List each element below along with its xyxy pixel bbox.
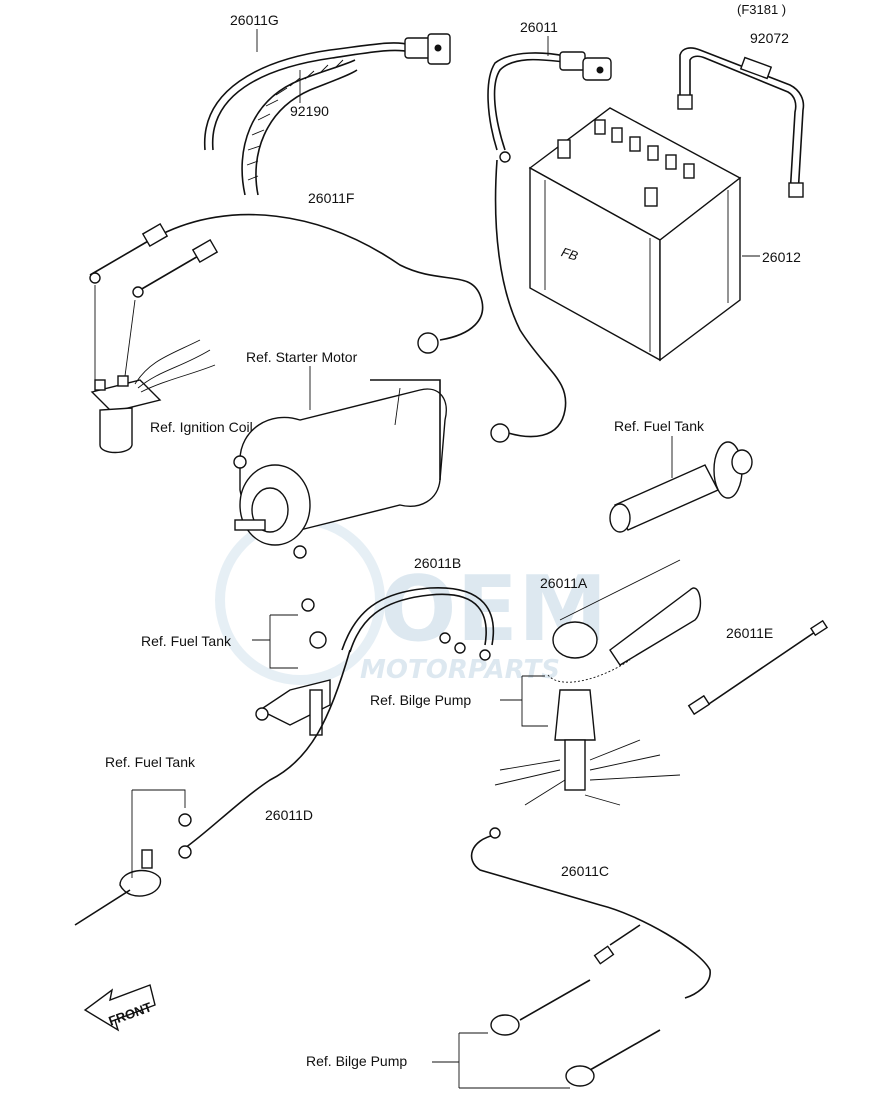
label-26011C: 26011C (561, 863, 609, 879)
ref-fuel-tank-top: Ref. Fuel Tank (614, 418, 705, 434)
label-26012: 26012 (762, 249, 801, 265)
label-92190: 92190 (290, 103, 329, 119)
cable-26011B[interactable] (341, 587, 495, 661)
battery-26012[interactable]: FB (528, 107, 742, 362)
front-arrow-icon: FRONT (83, 984, 156, 1032)
label-26011E: 26011E (726, 625, 773, 641)
ref-ignition-coil: Ref. Ignition Coil (150, 419, 253, 435)
ref-bilge-pump-mid: Ref. Bilge Pump (370, 692, 471, 708)
ref-fuel-tank-mid: Ref. Fuel Tank (141, 633, 232, 649)
ref-bilge-pump-low: Ref. Bilge Pump (306, 1053, 407, 1069)
starter-motor[interactable] (233, 379, 447, 559)
label-26011B: 26011B (414, 555, 461, 571)
ref-fuel-tank-low: Ref. Fuel Tank (105, 754, 196, 770)
harness-26011A[interactable] (494, 559, 702, 806)
cable-26011[interactable] (487, 51, 612, 163)
label-26011F: 26011F (308, 190, 354, 206)
cable-26011E[interactable] (687, 619, 829, 716)
cable-26011G[interactable] (204, 33, 451, 151)
fuel-valve-low[interactable] (74, 813, 192, 926)
ring-terminal (490, 423, 510, 443)
cable-26011D[interactable] (178, 649, 351, 859)
battery-marking: FB (559, 244, 580, 264)
fuel-tank-fitting-top[interactable] (609, 441, 753, 533)
strap-92072[interactable] (677, 47, 805, 198)
label-92072: 92072 (750, 30, 789, 46)
harness-26011C[interactable] (470, 827, 711, 1087)
label-26011G: 26011G (230, 12, 279, 28)
cable-26011-run (494, 159, 567, 438)
ref-starter-motor: Ref. Starter Motor (246, 349, 358, 365)
spiral-wrap-92190[interactable] (241, 59, 358, 196)
fuel-valve-mid[interactable] (255, 598, 331, 736)
label-26011A: 26011A (540, 575, 588, 591)
watermark-sub-text: MOTORPARTS (360, 655, 560, 685)
ignition-coil[interactable] (90, 285, 216, 454)
label-26011: 26011 (520, 19, 558, 35)
label-26011D: 26011D (265, 807, 313, 823)
cable-26011F[interactable] (89, 213, 484, 354)
diagram-code: (F3181 ) (737, 2, 786, 17)
